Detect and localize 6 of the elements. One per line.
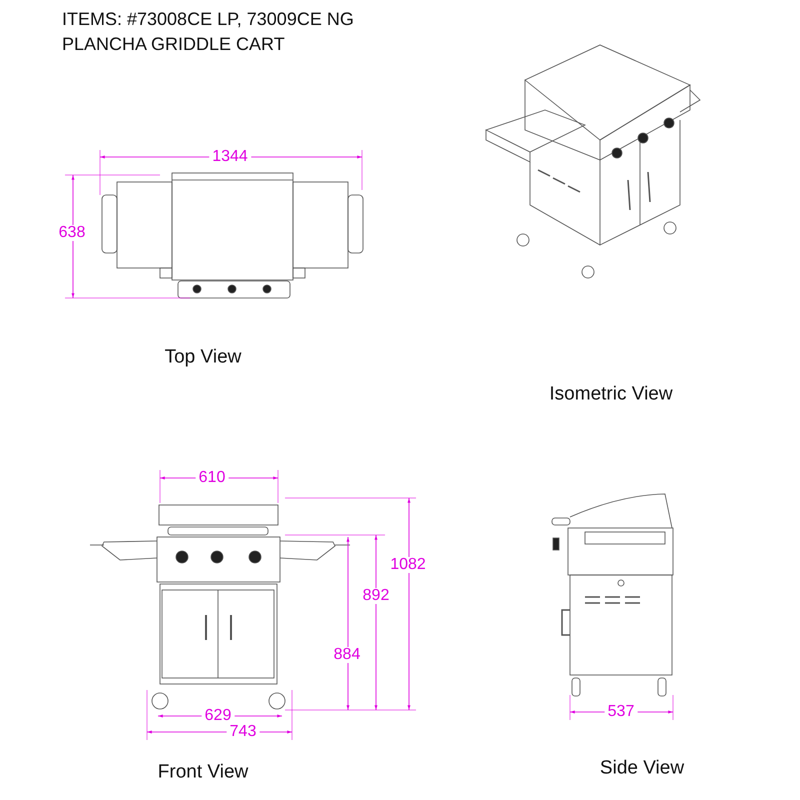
view-caption: Front View	[158, 762, 248, 782]
view-caption: Top View	[164, 348, 242, 366]
title: ITEMS: #73008CE LP, 73009CE NG	[62, 10, 354, 28]
subtitle: PLANCHA GRIDDLE CART	[62, 35, 285, 53]
view-caption: Isometric View	[549, 384, 673, 404]
view-caption: Side View	[600, 758, 684, 778]
